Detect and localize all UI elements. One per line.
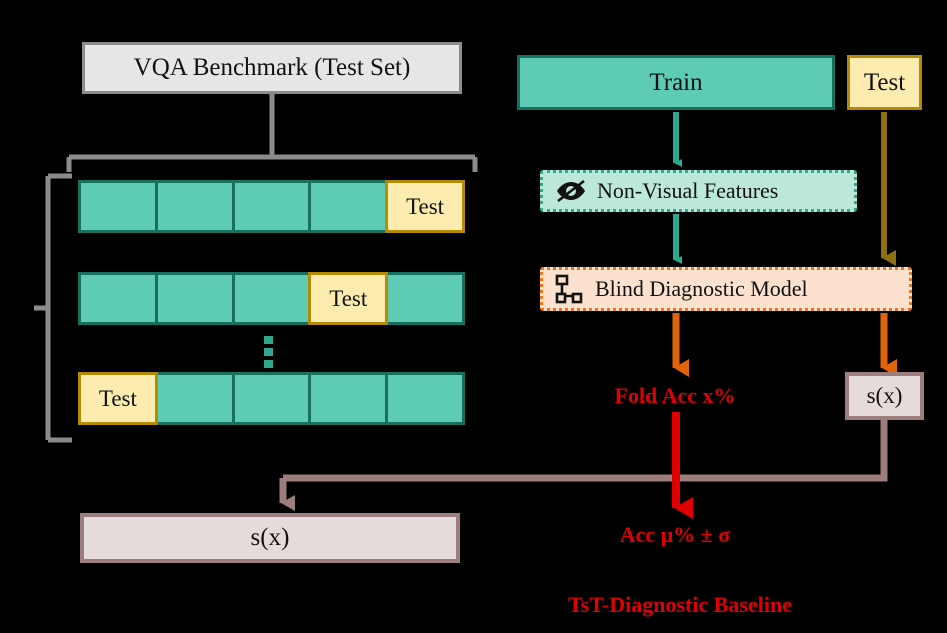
- fold-cell: [385, 372, 465, 425]
- eye-slash-icon: [557, 179, 585, 203]
- fold-accuracy-label: Fold Acc x%: [614, 383, 736, 408]
- fold-cell: [154, 372, 235, 425]
- fold-cell: [231, 272, 312, 325]
- fold-cell: [385, 272, 465, 325]
- vqa-benchmark-box: VQA Benchmark (Test Set): [82, 42, 462, 94]
- fold-cell-test: Test: [308, 272, 389, 325]
- fold-cell-test: Test: [385, 180, 465, 233]
- fold-cell: [231, 372, 312, 425]
- fold-cell: [308, 180, 389, 233]
- blind-diagnostic-model-box: Blind Diagnostic Model: [540, 267, 912, 311]
- vqa-benchmark-label: VQA Benchmark (Test Set): [133, 54, 411, 81]
- fold-row-1: Test: [78, 180, 465, 233]
- graph-nodes-icon: [555, 274, 583, 304]
- train-label: Train: [649, 68, 703, 96]
- fold-cell: [154, 180, 235, 233]
- fold-cell: [308, 372, 389, 425]
- fold-cell: [154, 272, 235, 325]
- test-label: Test: [863, 68, 906, 96]
- non-visual-features-label: Non-Visual Features: [597, 178, 779, 203]
- vertical-ellipsis-icon: [264, 336, 274, 372]
- test-box: Test: [847, 55, 922, 110]
- fold-cell-test: Test: [78, 372, 158, 425]
- blind-diagnostic-model-label: Blind Diagnostic Model: [595, 276, 808, 301]
- left-score-label: s(x): [250, 524, 290, 551]
- right-score-box: s(x): [845, 372, 924, 420]
- fold-row-2: Test: [78, 272, 465, 325]
- non-visual-features-box: Non-Visual Features: [540, 170, 857, 212]
- fold-cell: [231, 180, 312, 233]
- aggregate-accuracy-label: Acc μ% ± σ: [619, 522, 731, 547]
- fold-cell: [78, 272, 158, 325]
- diagram-caption: TsT-Diagnostic Baseline: [568, 592, 792, 617]
- fold-cell: [78, 180, 158, 233]
- train-box: Train: [517, 55, 835, 110]
- left-score-box: s(x): [80, 513, 460, 563]
- fold-row-n: Test: [78, 372, 465, 425]
- right-score-label: s(x): [866, 383, 903, 408]
